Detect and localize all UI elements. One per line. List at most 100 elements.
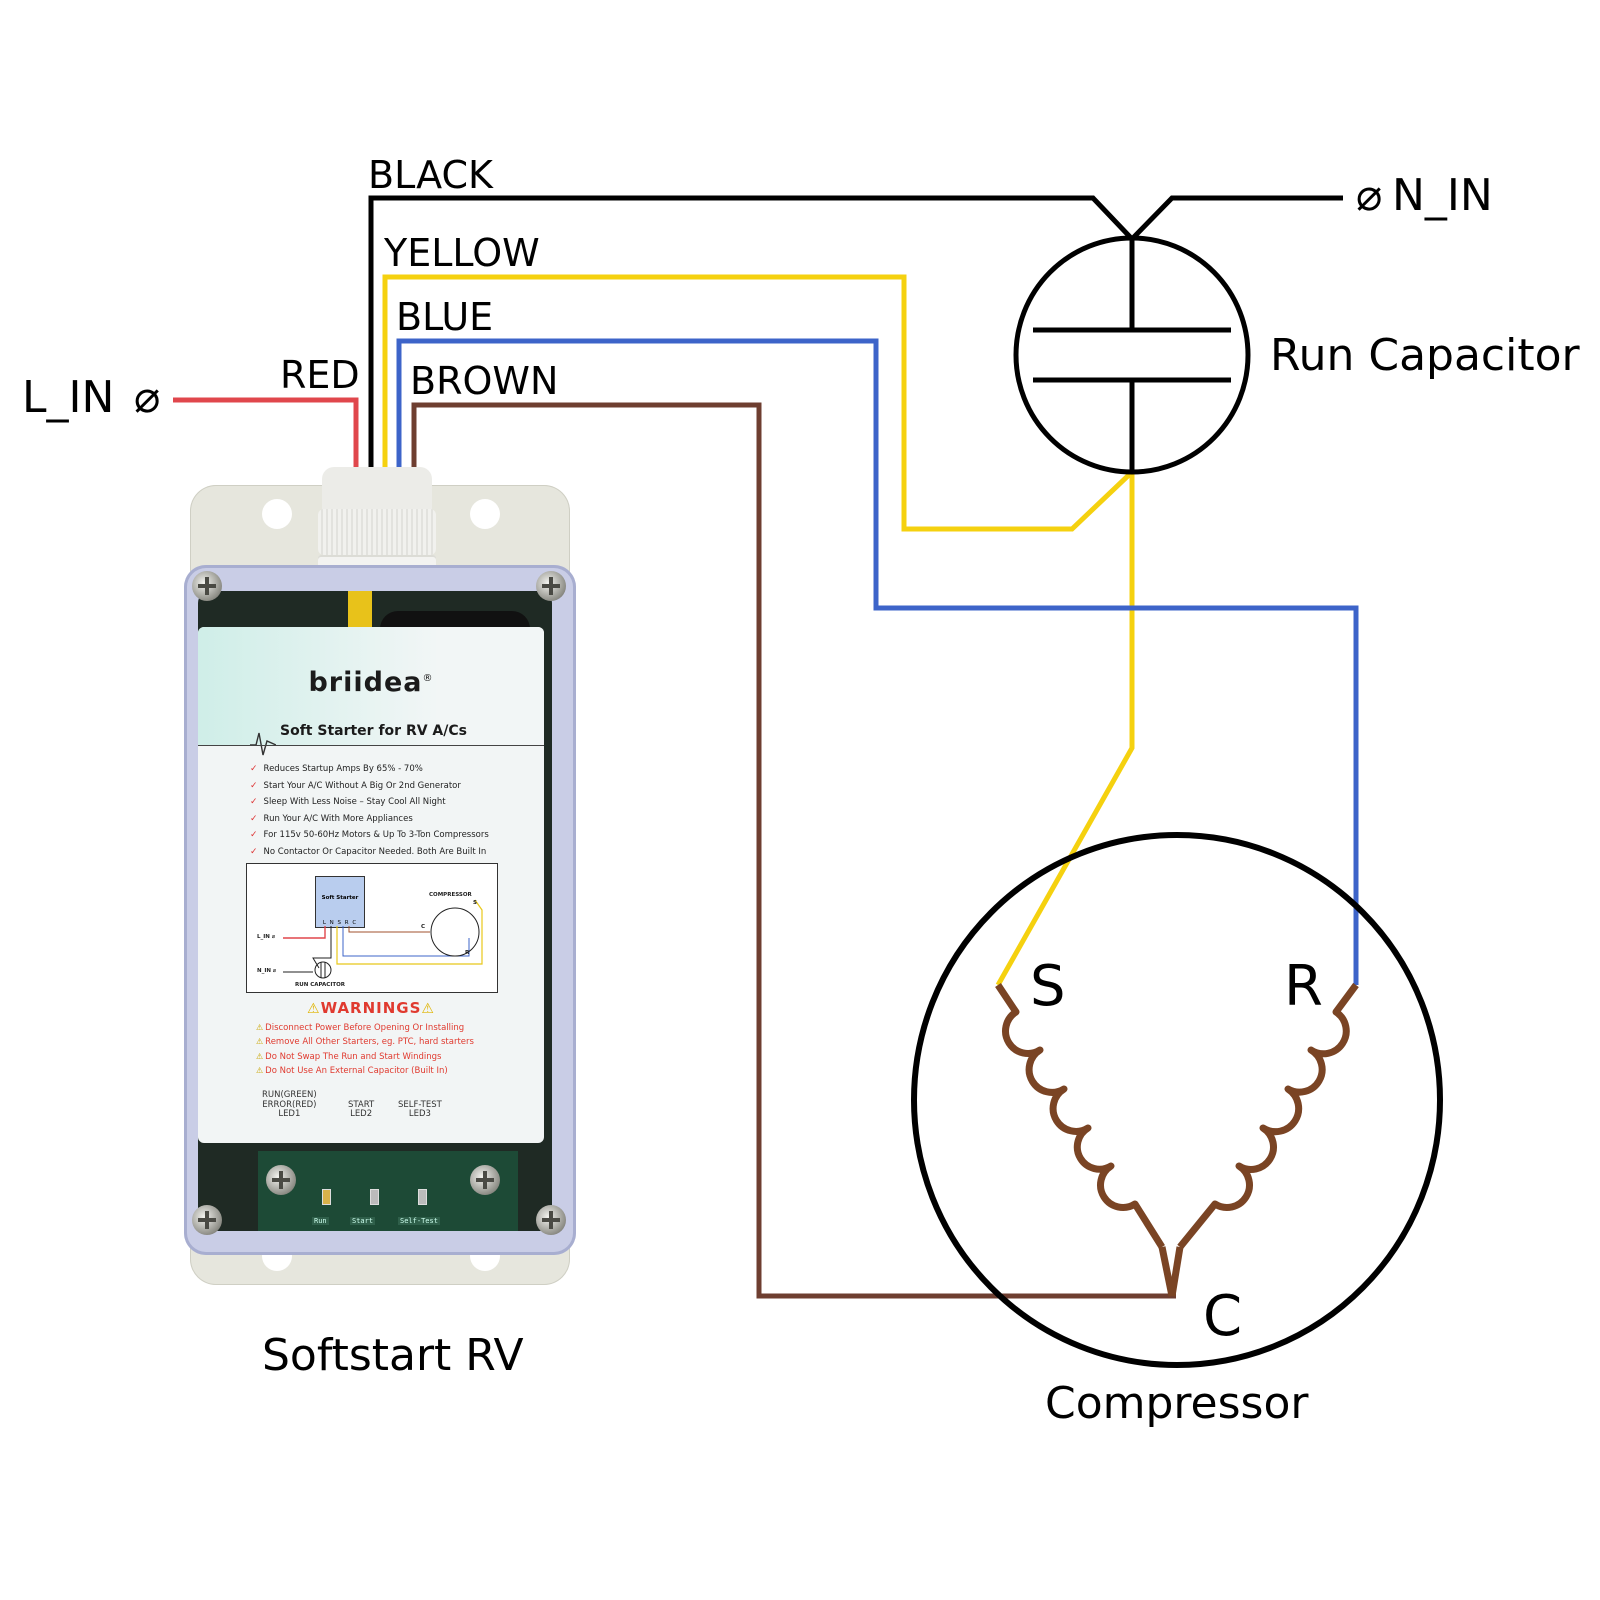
mini-run-capacitor-label: RUN CAPACITOR <box>295 982 346 988</box>
mini-s-label: S <box>473 900 477 906</box>
warning-icon: ⚠ <box>421 1001 435 1017</box>
run-capacitor-label: Run Capacitor <box>1270 330 1581 381</box>
warning-text: Remove All Other Starters, eg. PTC, hard… <box>265 1037 474 1048</box>
product-name: Soft Starter for RV A/Cs <box>280 723 467 739</box>
neutral-in-label: N_IN <box>1392 170 1493 221</box>
feature-text: Reduces Startup Amps By 65% - 70% <box>263 764 423 774</box>
check-icon: ✓ <box>250 830 258 841</box>
led1-label: RUN(GREEN) ERROR(RED) LED1 <box>262 1090 317 1120</box>
brown-wire <box>411 402 1176 1299</box>
feature-list: ✓ Reduces Startup Amps By 65% - 70% ✓ Star… <box>250 761 489 861</box>
feature-text: Run Your A/C With More Appliances <box>263 813 413 824</box>
led2-label: START LED2 <box>348 1091 374 1120</box>
neutral-wire <box>1130 195 1343 241</box>
compressor-label: Compressor <box>1045 1378 1309 1429</box>
feature-item: ✓ Reduces Startup Amps By 65% - 70% <box>250 761 489 778</box>
compressor-body <box>911 832 1443 1368</box>
compressor-start-winding <box>995 983 1165 1249</box>
feature-text: No Contactor Or Capacitor Needed. Both A… <box>263 846 487 857</box>
red-wire <box>173 397 359 485</box>
mini-soft-starter-box: Soft Starter L N S R C <box>315 876 365 928</box>
warning-text: Do Not Use An External Capacitor (Built … <box>265 1066 448 1077</box>
registered-mark: ® <box>422 673 434 684</box>
screw-icon <box>536 1205 566 1235</box>
red-wire-label: RED <box>280 353 360 397</box>
warning-icon: ⚠ <box>256 1037 264 1047</box>
screw-icon <box>266 1165 296 1195</box>
mini-compressor-label: COMPRESSOR <box>429 892 472 898</box>
led-label-line: RUN(GREEN) <box>262 1090 317 1100</box>
yellow-wire <box>382 274 1135 987</box>
softstart-device: Run Start Self-Test briidea® Soft Starte… <box>184 467 576 1285</box>
softstart-caption: Softstart RV <box>262 1330 524 1381</box>
warning-icon: ⚠ <box>307 1001 321 1017</box>
led-label-line: LED1 <box>278 1109 301 1119</box>
warning-item: ⚠Remove All Other Starters, eg. PTC, har… <box>256 1035 474 1049</box>
feature-item: ✓ For 115v 50-60Hz Motors & Up To 3-Ton C… <box>250 827 489 844</box>
feature-item: ✓ Run Your A/C With More Appliances <box>250 811 489 828</box>
led-label-line: SELF-TEST <box>398 1099 442 1110</box>
blue-wire <box>396 338 1359 985</box>
compressor-terminal-c: C <box>1203 1284 1242 1349</box>
screw-icon <box>192 571 222 601</box>
mini-box-title: Soft Starter <box>321 895 359 901</box>
mini-wiring-diagram: Soft Starter L N S R C L_IN ⌀ N_IN ⌀ <box>246 863 498 993</box>
feature-text: For 115v 50-60Hz Motors & Up To 3-Ton Co… <box>263 830 489 841</box>
led-label-line: LED3 <box>408 1109 431 1119</box>
brand-name: briidea <box>308 667 423 698</box>
mini-c-label: C <box>421 924 426 930</box>
led-indicator <box>418 1189 427 1205</box>
warning-text: Do Not Swap The Run and Start Windings <box>265 1051 442 1062</box>
black-wire <box>368 195 1134 485</box>
pcb-tag-start: Start <box>350 1217 376 1225</box>
mini-n-in-label: N_IN ⌀ <box>257 968 277 974</box>
check-icon: ✓ <box>250 846 258 857</box>
mount-hole <box>470 499 500 529</box>
compressor-terminal-r: R <box>1284 954 1323 1019</box>
label-divider <box>198 745 544 746</box>
feature-text: Start Your A/C Without A Big Or 2nd Gene… <box>263 780 461 791</box>
neutral-in-symbol: ⌀ <box>1356 170 1383 221</box>
compressor-run-winding <box>1177 982 1359 1250</box>
warning-icon: ⚠ <box>256 1023 264 1032</box>
feature-item: ✓ Start Your A/C Without A Big Or 2nd Gen… <box>250 778 489 795</box>
line-in-label: L_IN <box>22 372 114 423</box>
label-header-band <box>198 627 544 745</box>
check-icon: ✓ <box>250 764 258 774</box>
pcb-tag-run: Run <box>312 1217 329 1225</box>
compressor-terminal-s: S <box>1030 954 1066 1019</box>
mount-hole <box>262 499 292 529</box>
pcb-tag-self-test: Self-Test <box>398 1217 440 1225</box>
warning-text: Disconnect Power Before Opening Or Insta… <box>265 1023 465 1033</box>
compressor-common-apex-2 <box>1168 1246 1184 1297</box>
black-wire-label: BLACK <box>368 153 494 197</box>
pulse-icon <box>250 732 276 756</box>
screw-icon <box>192 1205 222 1235</box>
mini-box-pins: L N S R C <box>322 920 358 926</box>
led-label-line: ERROR(RED) <box>262 1099 317 1110</box>
warning-item: ⚠Do Not Swap The Run and Start Windings <box>256 1050 474 1064</box>
circuit-board: Run Start Self-Test <box>258 1151 518 1231</box>
cable-gland-nut <box>318 509 436 555</box>
check-icon: ✓ <box>250 780 258 791</box>
warning-icon: ⚠ <box>256 1051 264 1061</box>
led-indicator <box>370 1189 379 1205</box>
product-label: briidea® Soft Starter for RV A/Cs ✓ Reduc… <box>198 627 544 1143</box>
brown-wire-label: BROWN <box>410 359 558 403</box>
brand-logo: briidea® <box>198 667 544 698</box>
enclosure-lid: Run Start Self-Test briidea® Soft Starte… <box>184 565 576 1255</box>
blue-wire-label: BLUE <box>396 295 493 339</box>
feature-text: Sleep With Less Noise – Stay Cool All Ni… <box>263 797 446 808</box>
led3-label: SELF-TEST LED3 <box>398 1091 442 1120</box>
mini-l-in-label: L_IN ⌀ <box>257 934 276 940</box>
warnings-list: ⚠Disconnect Power Before Opening Or Inst… <box>256 1021 474 1079</box>
yellow-wire-label: YELLOW <box>383 231 540 275</box>
screw-icon <box>536 571 566 601</box>
check-icon: ✓ <box>250 813 258 824</box>
led-label-line: LED2 <box>350 1109 373 1119</box>
led-indicator <box>322 1189 331 1205</box>
check-icon: ✓ <box>250 797 258 808</box>
warning-item: ⚠Do Not Use An External Capacitor (Built… <box>256 1064 474 1078</box>
warnings-title: WARNINGS <box>320 999 422 1017</box>
